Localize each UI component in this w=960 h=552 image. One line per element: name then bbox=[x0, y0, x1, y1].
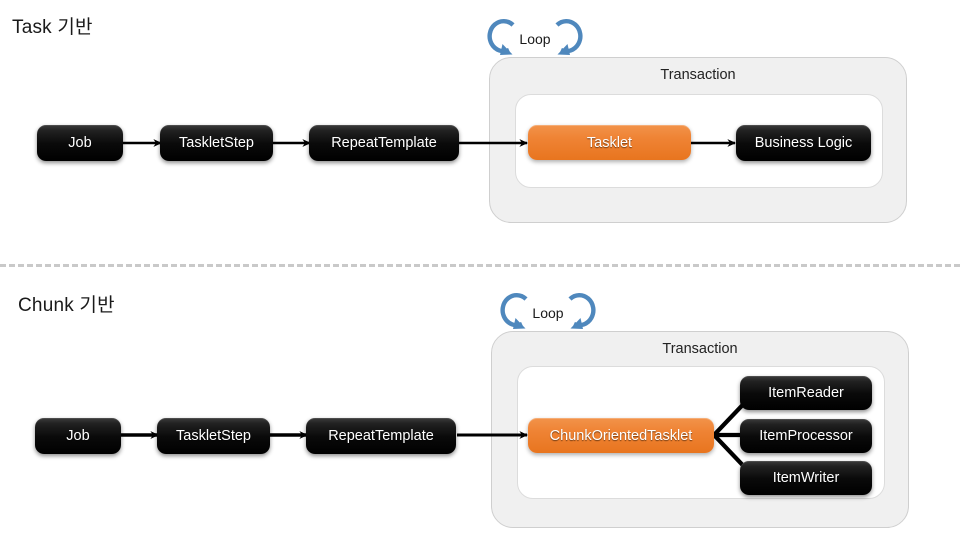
node-tasklet[interactable]: Tasklet bbox=[528, 125, 691, 160]
loop-label-chunk: Loop bbox=[532, 305, 564, 321]
node-business-logic[interactable]: Business Logic bbox=[736, 125, 871, 161]
section-title-task-based: Task 기반 bbox=[12, 17, 93, 38]
transaction-label-task: Transaction bbox=[660, 67, 736, 83]
node-tasklet-step-task[interactable]: TaskletStep bbox=[160, 125, 273, 161]
loop-label-task: Loop bbox=[519, 31, 551, 47]
node-chunk-oriented-tasklet[interactable]: ChunkOrientedTasklet bbox=[528, 418, 714, 453]
loop-badge-task: Loop bbox=[487, 17, 583, 61]
node-label: RepeatTemplate bbox=[328, 428, 434, 444]
node-label: Business Logic bbox=[754, 135, 853, 151]
node-job-chunk[interactable]: Job bbox=[35, 418, 121, 454]
node-label: Job bbox=[68, 135, 92, 151]
node-item-processor[interactable]: ItemProcessor bbox=[740, 419, 872, 453]
section-title-chunk-based: Chunk 기반 bbox=[18, 295, 115, 316]
node-label: RepeatTemplate bbox=[331, 135, 437, 151]
loop-badge-chunk: Loop bbox=[500, 291, 596, 335]
node-label: Tasklet bbox=[586, 134, 633, 151]
node-label: ItemReader bbox=[768, 385, 844, 401]
section-divider bbox=[0, 264, 960, 267]
node-label: ItemWriter bbox=[772, 470, 840, 486]
transaction-label-chunk: Transaction bbox=[662, 341, 738, 357]
node-repeat-template-task[interactable]: RepeatTemplate bbox=[309, 125, 459, 161]
node-item-reader[interactable]: ItemReader bbox=[740, 376, 872, 410]
node-label: Job bbox=[66, 428, 90, 444]
node-job-task[interactable]: Job bbox=[37, 125, 123, 161]
node-tasklet-step-chunk[interactable]: TaskletStep bbox=[157, 418, 270, 454]
node-label: ChunkOrientedTasklet bbox=[549, 427, 693, 444]
loop-arrow-right-icon bbox=[568, 293, 596, 329]
loop-arrow-right-icon bbox=[555, 19, 583, 55]
loop-arrow-left-icon bbox=[487, 19, 515, 55]
node-label: TaskletStep bbox=[179, 135, 254, 151]
node-label: TaskletStep bbox=[176, 428, 251, 444]
node-label: ItemProcessor bbox=[759, 428, 853, 444]
node-repeat-template-chunk[interactable]: RepeatTemplate bbox=[306, 418, 456, 454]
loop-arrow-left-icon bbox=[500, 293, 528, 329]
node-item-writer[interactable]: ItemWriter bbox=[740, 461, 872, 495]
